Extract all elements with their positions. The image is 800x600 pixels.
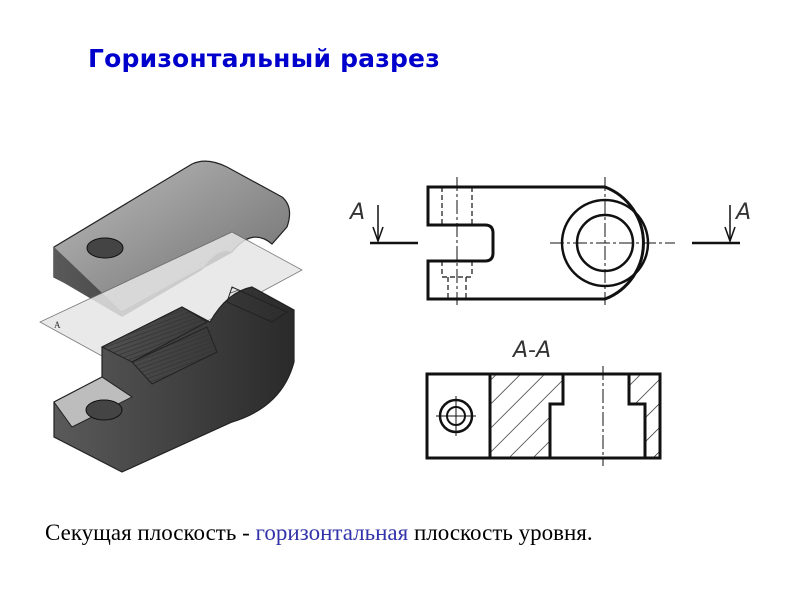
isometric-illustration: A xyxy=(39,160,303,473)
section-label: A-A xyxy=(511,338,551,363)
cut-label-right: A xyxy=(734,200,751,225)
plan-view-drawing: A A xyxy=(348,177,751,305)
caption-suffix: плоскость уровня. xyxy=(408,520,593,545)
caption-highlight: горизонтальная xyxy=(255,520,409,545)
plane-mark: A xyxy=(54,320,61,330)
section-view-drawing: A-A xyxy=(425,338,662,466)
caption: Секущая плоскость - горизонтальная плоск… xyxy=(45,520,593,546)
slide-title: Горизонтальный разрез xyxy=(88,44,440,73)
cut-label-left: A xyxy=(348,200,365,225)
caption-prefix: Секущая плоскость - xyxy=(45,520,256,545)
